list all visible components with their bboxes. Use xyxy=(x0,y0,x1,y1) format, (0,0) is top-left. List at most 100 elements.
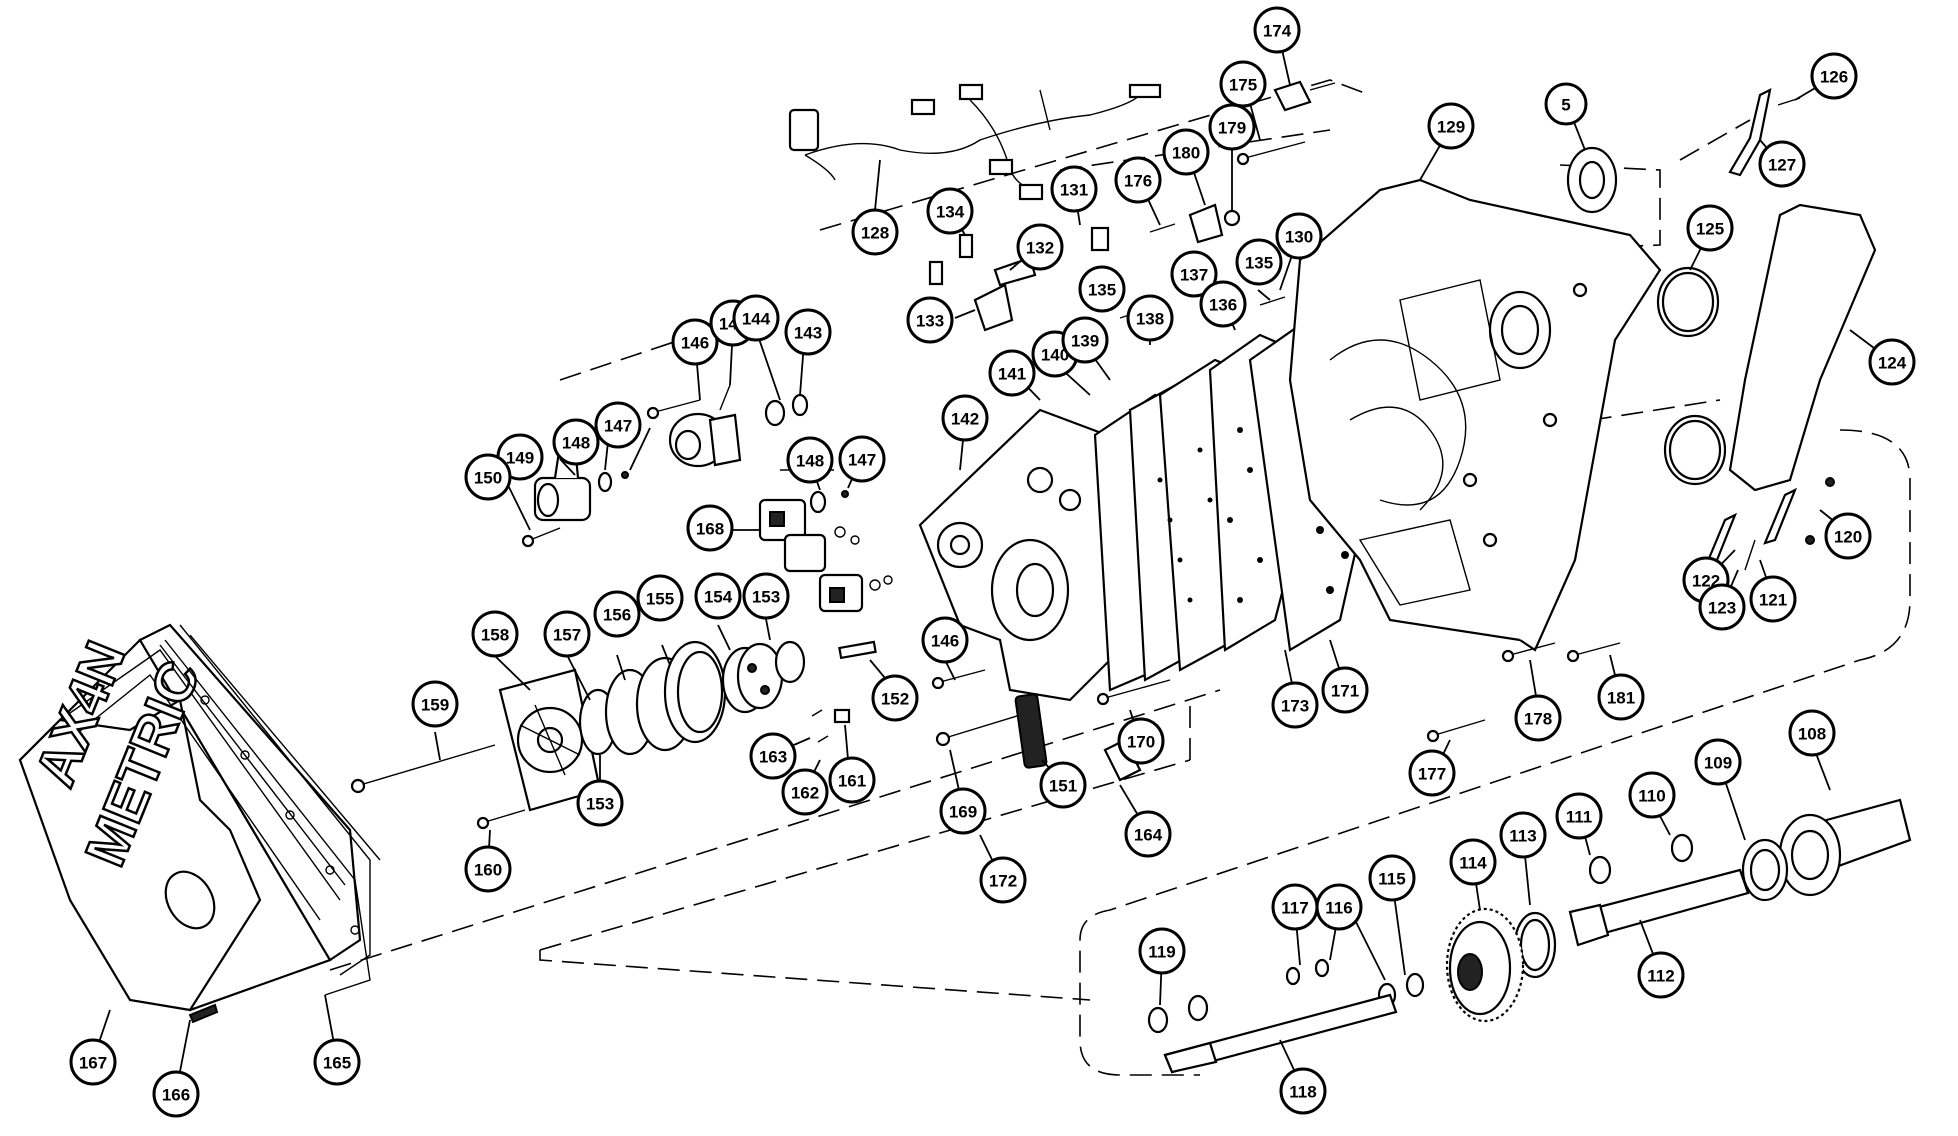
callout-circle xyxy=(941,394,989,442)
callout-label: 111 xyxy=(1566,808,1593,827)
callout-circle xyxy=(1810,52,1858,100)
callout-116: 116 xyxy=(1315,883,1363,931)
callout-label: 143 xyxy=(794,324,822,343)
callout-156: 156 xyxy=(593,590,641,638)
callout-label: 115 xyxy=(1378,870,1405,889)
callout-131: 131 xyxy=(1050,165,1098,213)
callout-label: 139 xyxy=(1071,332,1099,351)
callout-circle xyxy=(742,572,790,620)
callout-circle xyxy=(694,572,742,620)
callout-circle xyxy=(543,610,591,658)
callout-label: 154 xyxy=(704,588,733,607)
callout-circle xyxy=(1124,810,1172,858)
callout-132: 132 xyxy=(1016,223,1064,271)
callout-circle xyxy=(786,436,834,484)
callout-label: 173 xyxy=(1281,697,1309,716)
callout-109: 109 xyxy=(1694,738,1742,786)
callout-113: 113 xyxy=(1499,811,1547,859)
callout-circle xyxy=(576,779,624,827)
callout-circle xyxy=(1162,128,1210,176)
callout-circle xyxy=(1427,102,1475,150)
callout-124: 124 xyxy=(1868,338,1916,386)
callout-141: 141 xyxy=(988,349,1036,397)
snap-ring-113 xyxy=(1513,911,1557,979)
callout-165: 165 xyxy=(313,1038,361,1086)
callout-circle xyxy=(1749,575,1797,623)
callout-circle xyxy=(1117,717,1165,765)
callout-label: 137 xyxy=(1180,266,1208,285)
callout-label: 167 xyxy=(79,1054,107,1073)
callout-160: 160 xyxy=(464,845,512,893)
callout-circle xyxy=(69,1038,117,1086)
callout-134: 134 xyxy=(926,187,974,235)
callout-155: 155 xyxy=(636,574,684,622)
ring-109 xyxy=(1741,838,1789,902)
callout-circle xyxy=(1138,927,1186,975)
bolts-169-170 xyxy=(931,669,1171,747)
callout-label: 144 xyxy=(742,310,771,329)
callout-150: 150 xyxy=(464,453,512,501)
callout-circle xyxy=(1199,280,1247,328)
callout-circle xyxy=(1694,738,1742,786)
callout-label: 179 xyxy=(1218,119,1246,138)
spring-151 xyxy=(1014,693,1048,769)
callout-circle xyxy=(1597,673,1645,721)
orings-147-148a xyxy=(597,471,629,493)
callout-circle xyxy=(1824,512,1872,560)
callout-circle xyxy=(1499,811,1547,859)
callout-152: 152 xyxy=(871,674,919,722)
callout-label: 124 xyxy=(1878,354,1907,373)
callout-circle xyxy=(1637,951,1685,999)
callout-139: 139 xyxy=(1061,316,1109,364)
bolt-159 xyxy=(350,744,496,794)
callout-label: 141 xyxy=(998,365,1026,384)
callout-circle xyxy=(1253,6,1301,54)
callout-label: 152 xyxy=(881,690,909,709)
callout-label: 135 xyxy=(1088,281,1116,300)
callout-179: 179 xyxy=(1208,103,1256,151)
callout-circle xyxy=(1788,709,1836,757)
callout-label: 126 xyxy=(1820,68,1848,87)
callout-circle xyxy=(781,768,829,816)
callout-173: 173 xyxy=(1271,681,1319,729)
callout-127: 127 xyxy=(1758,140,1806,188)
callout-147: 147 xyxy=(594,401,642,449)
gear-114 xyxy=(1445,907,1525,1023)
callout-circle xyxy=(828,756,876,804)
callout-169: 169 xyxy=(939,787,987,835)
callout-circle xyxy=(1758,140,1806,188)
callout-circle xyxy=(1279,1067,1327,1115)
callout-label: 147 xyxy=(604,417,632,436)
case-bolts-178-181 xyxy=(1426,642,1621,743)
callout-circle xyxy=(1235,238,1283,286)
callout-138: 138 xyxy=(1126,294,1174,342)
callout-circle xyxy=(1368,854,1416,902)
callout-123: 123 xyxy=(1698,583,1746,631)
callout-circle xyxy=(1449,838,1497,886)
callout-166: 166 xyxy=(152,1070,200,1118)
callout-137: 137 xyxy=(1170,250,1218,298)
callout-label: 166 xyxy=(162,1086,190,1105)
case-129 xyxy=(1288,178,1662,652)
solenoid-145 xyxy=(668,384,742,468)
callout-147: 147 xyxy=(838,435,886,483)
callout-label: 113 xyxy=(1509,827,1536,846)
callout-label: 177 xyxy=(1418,765,1446,784)
callout-163: 163 xyxy=(749,732,797,780)
callout-146: 146 xyxy=(921,616,969,664)
callout-label: 165 xyxy=(323,1054,351,1073)
callout-143: 143 xyxy=(784,308,832,356)
callout-172: 172 xyxy=(979,856,1027,904)
callout-circle xyxy=(1275,212,1323,260)
callout-178: 178 xyxy=(1514,694,1562,742)
callout-176: 176 xyxy=(1114,156,1162,204)
separator-plates-140-137 xyxy=(1093,333,1342,692)
callout-label: 151 xyxy=(1049,777,1077,796)
callout-label: 163 xyxy=(759,748,787,767)
callout-135: 135 xyxy=(1078,265,1126,313)
callout-circle xyxy=(1039,761,1087,809)
callout-label: 5 xyxy=(1561,96,1570,115)
callout-label: 117 xyxy=(1281,899,1308,918)
orings-143-144 xyxy=(764,393,809,427)
callout-circle xyxy=(749,732,797,780)
